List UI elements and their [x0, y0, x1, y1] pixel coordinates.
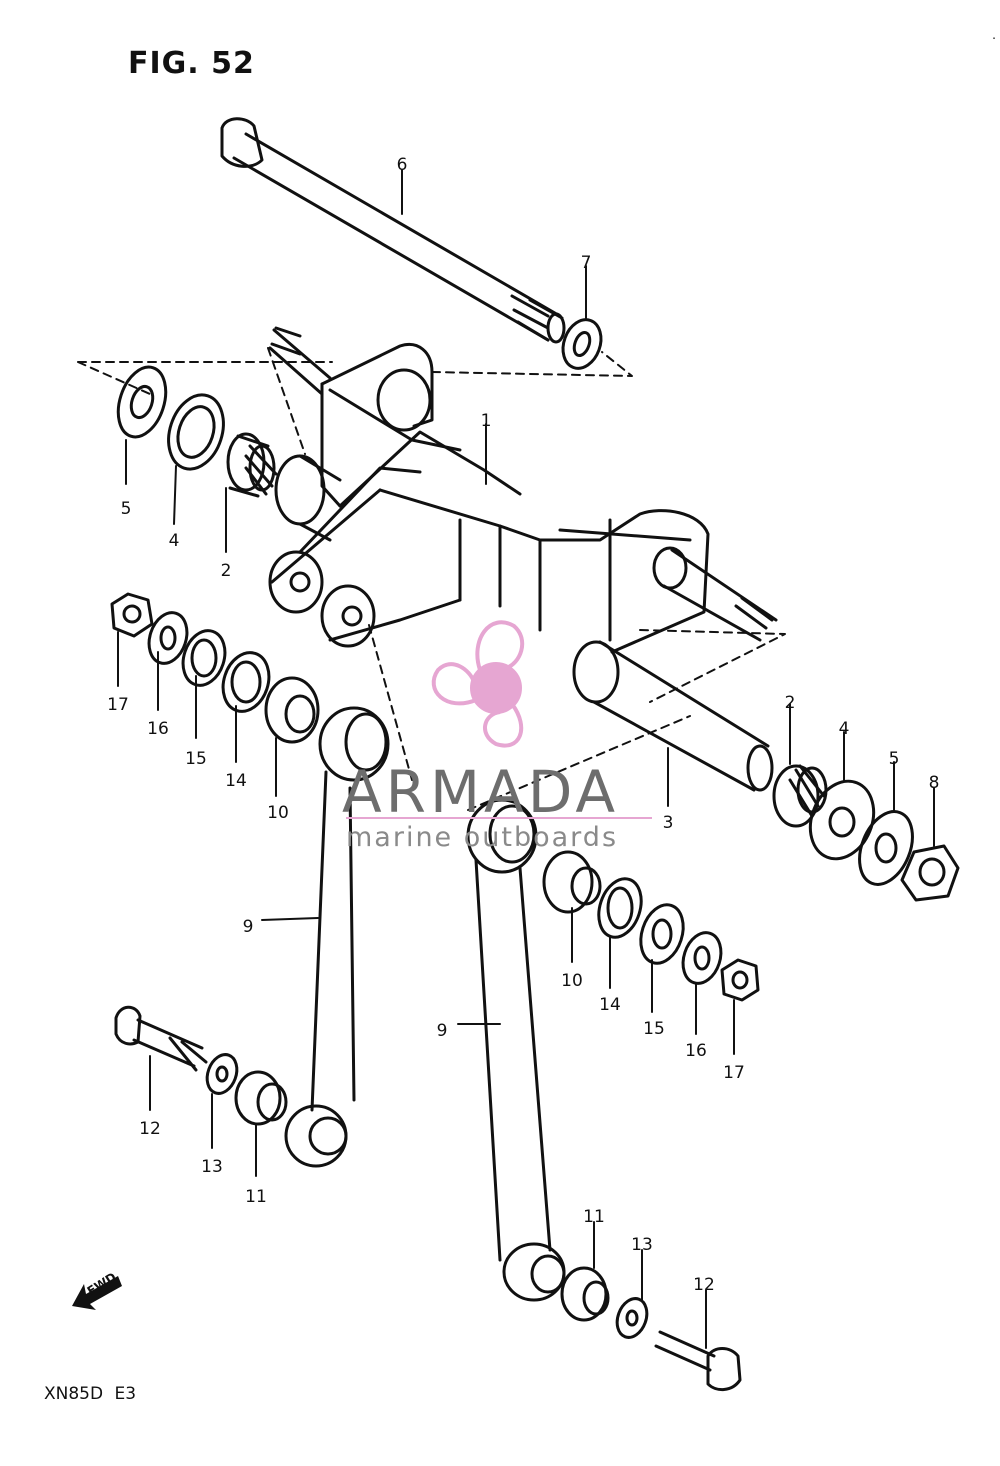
forward-arrow-icon — [72, 1276, 122, 1310]
lower-right-hardware — [560, 1266, 742, 1391]
callout-labels: 6715421716151410932458101415161791213111… — [107, 155, 939, 1295]
callout-14: 14 — [599, 995, 621, 1015]
callout-14: 14 — [225, 771, 247, 791]
callout-12: 12 — [139, 1119, 161, 1139]
model-code: XN85D E3 — [44, 1384, 137, 1404]
callout-8: 8 — [929, 773, 940, 793]
callout-7: 7 — [581, 253, 592, 273]
cushion-rod-right — [466, 798, 566, 1302]
callout-9: 9 — [243, 917, 254, 937]
left-pivot-stack — [116, 365, 278, 498]
lower-left-hardware — [114, 1005, 288, 1126]
callout-10: 10 — [267, 803, 289, 823]
callout-9: 9 — [437, 1021, 448, 1041]
washer-7 — [561, 318, 603, 370]
callout-15: 15 — [643, 1019, 665, 1039]
spacer-tube — [274, 454, 774, 792]
callout-5: 5 — [889, 749, 900, 769]
callout-16: 16 — [147, 719, 169, 739]
right-pivot-stack — [772, 764, 960, 902]
left-upper-stack — [110, 592, 320, 744]
watermark-tagline: marine outboards — [346, 822, 619, 853]
callout-17: 17 — [107, 695, 129, 715]
callout-3: 3 — [663, 813, 674, 833]
callout-12: 12 — [693, 1275, 715, 1295]
callout-13: 13 — [631, 1235, 653, 1255]
callout-11: 11 — [583, 1207, 605, 1227]
callout-4: 4 — [839, 719, 850, 739]
callout-17: 17 — [723, 1063, 745, 1083]
callout-5: 5 — [121, 499, 132, 519]
callout-2: 2 — [221, 561, 232, 581]
callout-15: 15 — [185, 749, 207, 769]
cushion-lever — [268, 326, 710, 654]
callout-4: 4 — [169, 531, 180, 551]
lever-stud-right — [652, 546, 778, 642]
leader-lines — [117, 169, 935, 1349]
swingarm-pivot-bolt — [220, 117, 566, 344]
callout-13: 13 — [201, 1157, 223, 1177]
callout-1: 1 — [481, 411, 492, 431]
callout-11: 11 — [245, 1187, 267, 1207]
watermark-name: ARMADA — [342, 758, 620, 826]
corner-mark: . — [992, 28, 996, 42]
cushion-rod-left — [284, 706, 390, 1168]
callout-10: 10 — [561, 971, 583, 991]
figure-title: FIG. 52 — [128, 46, 255, 81]
callout-2: 2 — [785, 693, 796, 713]
propeller-icon — [431, 620, 525, 748]
alignment-lines — [77, 347, 786, 811]
callout-6: 6 — [397, 155, 408, 175]
callout-16: 16 — [685, 1041, 707, 1061]
